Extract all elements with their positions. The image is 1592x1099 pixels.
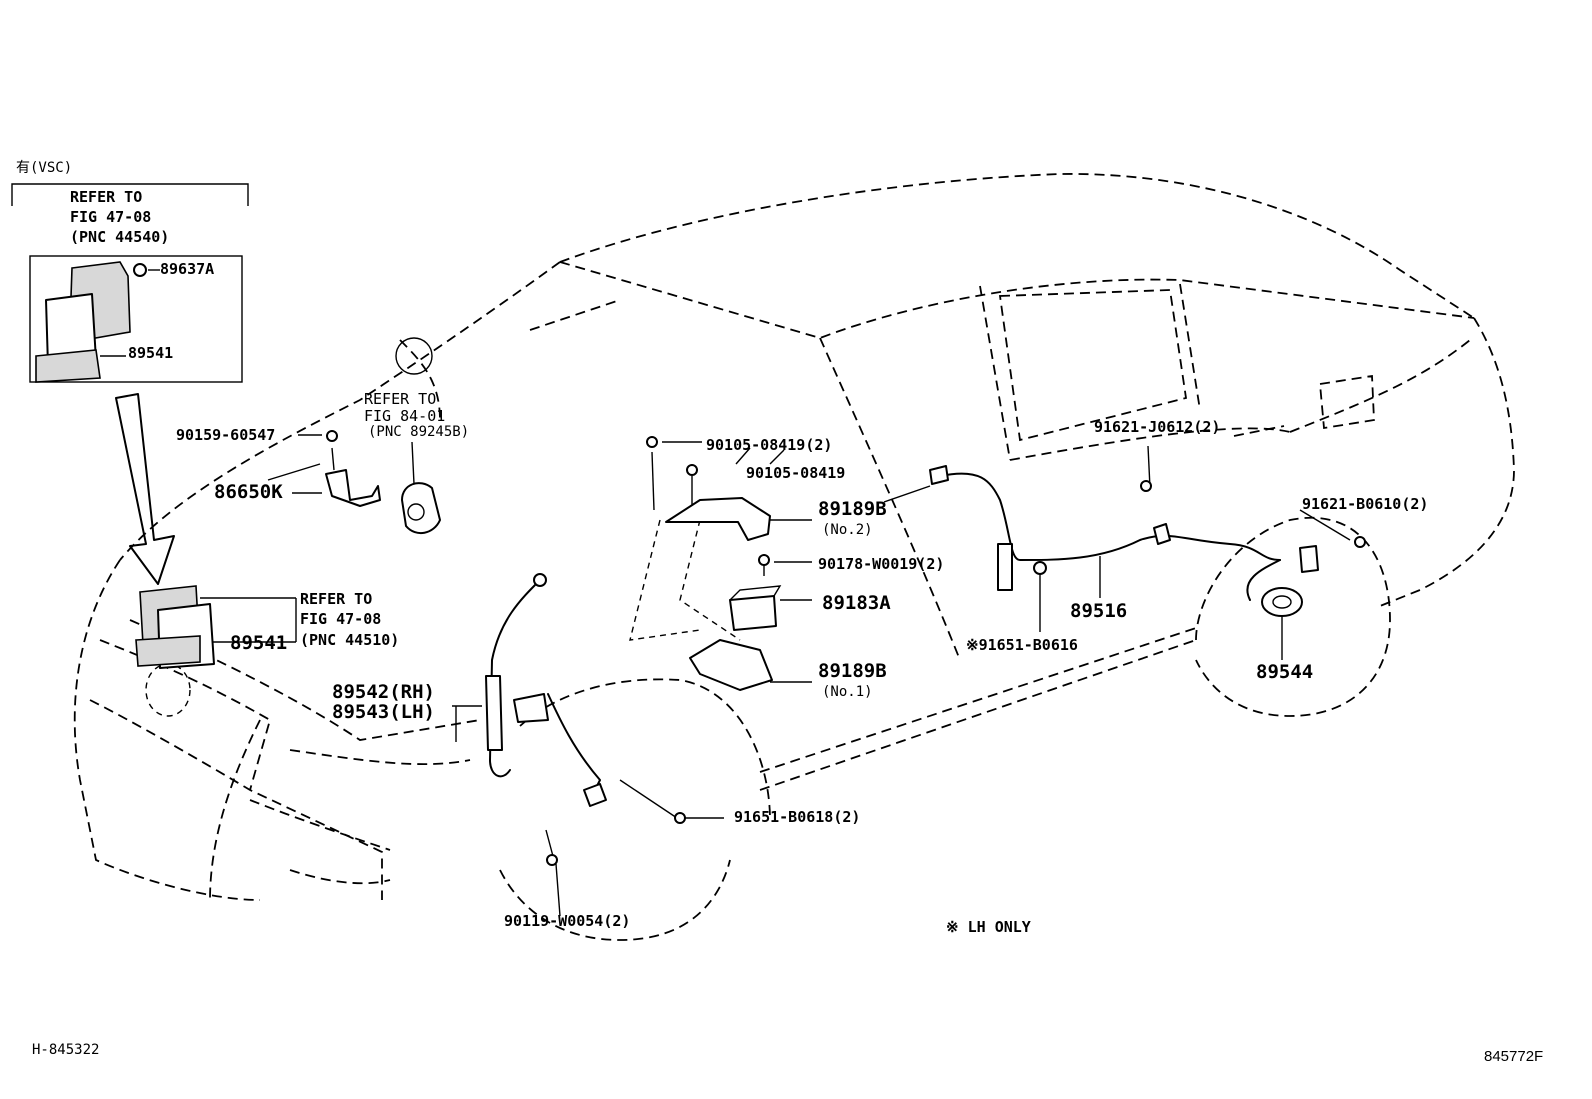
part-89189b-no2: 89189B <box>818 498 887 520</box>
part-89516: 89516 <box>1070 600 1128 622</box>
computer-unit-icon <box>729 585 782 631</box>
part-89541-inset: 89541 <box>128 344 174 362</box>
lh-only-note: ※ LH ONLY <box>946 918 1031 936</box>
inset-bracket <box>11 183 249 206</box>
refer-47b-line3: (PNC 44510) <box>300 631 400 649</box>
part-91651-b0618: 91651-B0618(2) <box>734 808 861 826</box>
inset-refer-line1: REFER TO <box>70 188 143 206</box>
rear-harness-icon <box>929 465 1366 591</box>
inset-abs-actuator-icon <box>35 261 147 383</box>
part-89637a: 89637A <box>160 260 215 278</box>
refer-84-line2: FIG 84-01 <box>364 407 446 425</box>
part-90178-w0019: 90178-W0019(2) <box>818 555 945 573</box>
bracket-guide <box>629 519 741 641</box>
inset-box <box>29 255 243 383</box>
refer-47b-line1: REFER TO <box>300 590 373 608</box>
part-91621-b0610: 91621-B0610(2) <box>1302 495 1429 513</box>
part-89189b-no1: 89189B <box>818 660 887 682</box>
part-91621-j0612: 91621-J0612(2) <box>1094 418 1221 436</box>
inset-refer-line2: FIG 47-08 <box>70 208 152 226</box>
part-89189b-no1-label: (No.1) <box>822 684 873 700</box>
illustration-code-left: H-845322 <box>32 1042 100 1058</box>
vsc-note: 有(VSC) <box>16 160 73 176</box>
inset-refer-line3: (PNC 44540) <box>70 228 170 246</box>
bracket-no1-icon <box>689 639 773 691</box>
part-90105-08419: 90105-08419 <box>746 464 846 482</box>
refer-84-line1: REFER TO <box>364 390 437 408</box>
part-90159-60547: 90159-60547 <box>176 426 276 444</box>
horn-sensor-icon <box>401 482 441 535</box>
car-body-outline <box>73 173 1515 941</box>
part-89543-lh: 89543(LH) <box>332 701 435 723</box>
yaw-sensor-icon <box>325 430 381 507</box>
pointer-arrow-icon <box>115 393 175 585</box>
part-89189b-no2-label: (No.2) <box>822 522 873 538</box>
part-89544: 89544 <box>1256 661 1314 683</box>
illustration-code-right: 845772F <box>1484 1048 1544 1065</box>
part-91651-b0616: ※91651-B0616 <box>966 636 1078 654</box>
part-89542-rh: 89542(RH) <box>332 681 435 703</box>
rear-speed-sensor-icon <box>1246 559 1303 617</box>
part-86650k: 86650K <box>214 481 283 503</box>
part-90119-w0054: 90119-W0054(2) <box>504 912 631 930</box>
bolt-icon <box>674 812 686 824</box>
hood-emblem-icon <box>395 337 433 375</box>
part-90105-08419-2: 90105-08419(2) <box>706 436 833 454</box>
refer-47b-line2: FIG 47-08 <box>300 610 382 628</box>
part-89541: 89541 <box>230 632 288 654</box>
leader-lines <box>200 434 1351 917</box>
refer-84-line3: (PNC 89245B) <box>368 424 470 440</box>
abs-actuator-icon <box>135 585 215 669</box>
clamp-icon <box>546 854 558 866</box>
part-89183a: 89183A <box>822 592 891 614</box>
front-speed-sensor-icon <box>485 573 607 807</box>
bracket-no2-icon <box>646 436 771 566</box>
